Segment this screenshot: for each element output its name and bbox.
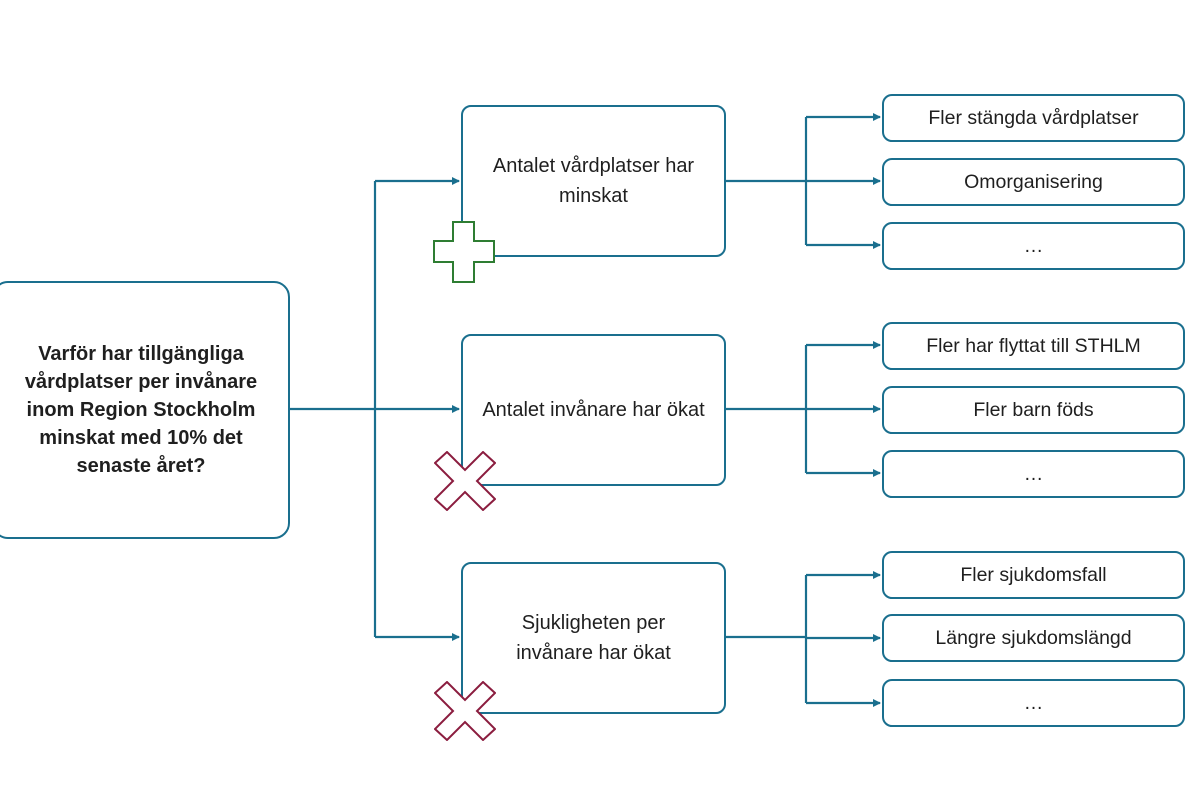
root-question-box: Varför har tillgängliga vårdplatser per … [0, 281, 290, 539]
leaf-box-2-2: Fler barn föds [882, 386, 1185, 434]
branch-box-3: Sjukligheten per invånare har ökat [461, 562, 726, 714]
leaf-1-1-text: Fler stängda vårdplatser [928, 106, 1139, 129]
leaf-box-3-2: Längre sjukdomslängd [882, 614, 1185, 662]
branch-box-1: Antalet vårdplatser har minskat [461, 105, 726, 257]
leaf-box-2-3: … [882, 450, 1185, 498]
leaf-3-3-text: … [1023, 691, 1044, 714]
leaf-box-3-3: … [882, 679, 1185, 727]
leaf-box-1-2: Omorganisering [882, 158, 1185, 206]
leaf-box-2-1: Fler har flyttat till STHLM [882, 322, 1185, 370]
cross-icon [434, 451, 496, 511]
leaf-box-1-1: Fler stängda vårdplatser [882, 94, 1185, 142]
leaf-box-3-1: Fler sjukdomsfall [882, 551, 1185, 599]
leaf-2-2-text: Fler barn föds [973, 398, 1094, 421]
plus-icon [433, 221, 495, 283]
branch-box-2: Antalet invånare har ökat [461, 334, 726, 486]
leaf-2-1-text: Fler har flyttat till STHLM [926, 334, 1141, 357]
leaf-3-2-text: Längre sjukdomslängd [935, 626, 1132, 649]
branch-3-text: Sjukligheten per invånare har ökat [516, 612, 671, 664]
branch-2-text: Antalet invånare har ökat [482, 399, 705, 421]
root-question-text: Varför har tillgängliga vårdplatser per … [24, 343, 258, 477]
leaf-2-3-text: … [1023, 462, 1044, 485]
cross-icon [434, 681, 496, 741]
leaf-box-1-3: … [882, 222, 1185, 270]
leaf-1-2-text: Omorganisering [964, 170, 1103, 193]
branch-1-text: Antalet vårdplatser har minskat [492, 155, 695, 207]
leaf-1-3-text: … [1023, 234, 1044, 257]
leaf-3-1-text: Fler sjukdomsfall [960, 563, 1107, 586]
